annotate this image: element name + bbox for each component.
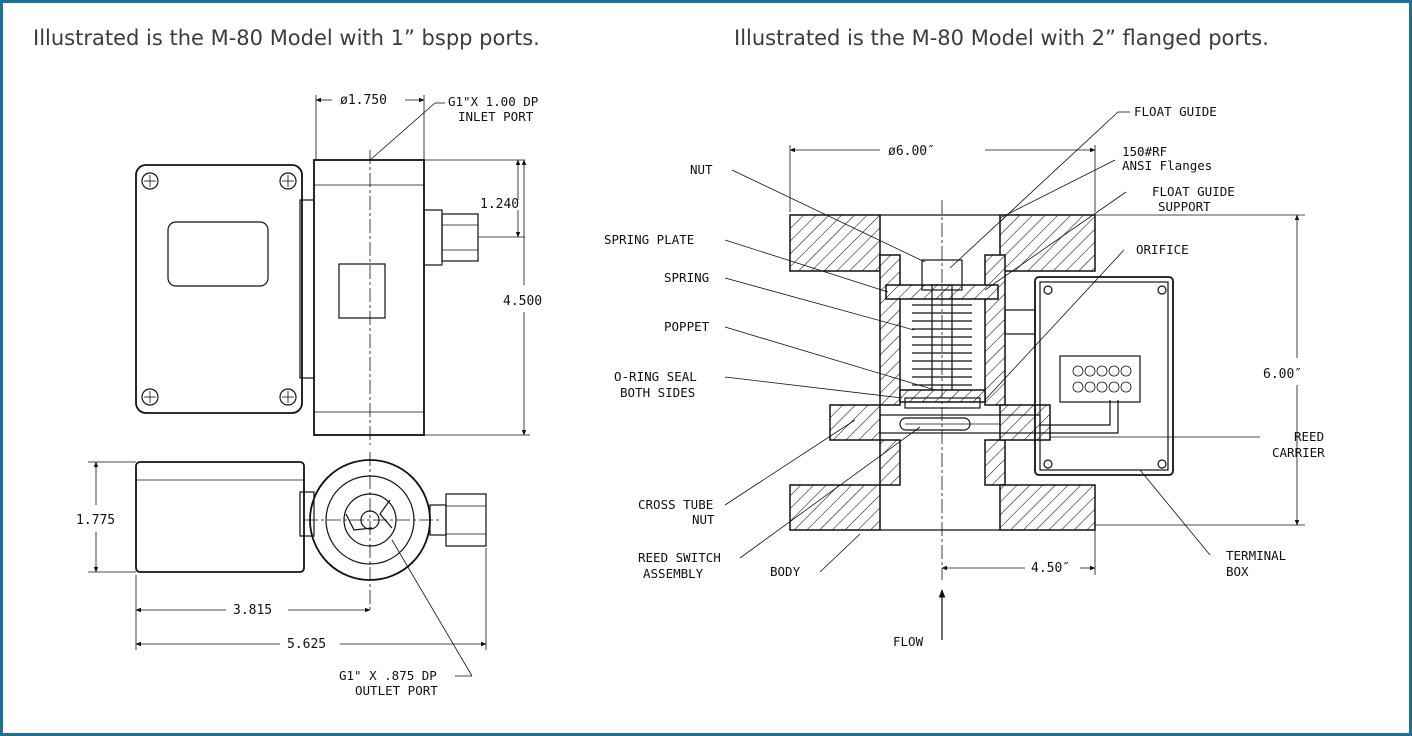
label-reed-switch-line1: REED SWITCH bbox=[638, 550, 721, 565]
caption-flanged-model: Illustrated is the M-80 Model with 2” fl… bbox=[734, 26, 1269, 50]
label-reed-carrier-line2: CARRIER bbox=[1272, 445, 1325, 460]
inlet-port-line2: INLET PORT bbox=[458, 109, 534, 124]
spring-assembly bbox=[885, 200, 999, 580]
callout-o-ring: O-RING SEAL BOTH SIDES bbox=[614, 369, 903, 400]
callout-poppet: POPPET bbox=[664, 319, 936, 391]
outlet-port-callout: G1" X .875 DP OUTLET PORT bbox=[339, 539, 473, 698]
label-reed-switch-line2: ASSEMBLY bbox=[643, 566, 704, 581]
label-spring-plate: SPRING PLATE bbox=[604, 232, 694, 247]
inlet-port-line1: G1"X 1.00 DP bbox=[448, 94, 538, 109]
flow-label: FLOW bbox=[893, 634, 924, 649]
dim-side-height-label: 1.775 bbox=[76, 513, 115, 528]
label-body: BODY bbox=[770, 564, 801, 579]
callout-orifice: ORIFICE bbox=[984, 242, 1189, 401]
dim-height-label: 4.500 bbox=[503, 294, 542, 309]
junction-box-front bbox=[135, 164, 315, 414]
dim-port-offset: 1.240 bbox=[424, 159, 525, 238]
dim-diameter-top: ø1.750 bbox=[315, 93, 425, 160]
label-spring: SPRING bbox=[664, 270, 709, 285]
label-float-guide: FLOAT GUIDE bbox=[1134, 104, 1217, 119]
callout-flanges: 150#RF ANSI Flanges bbox=[999, 144, 1212, 219]
label-flanges-line1: 150#RF bbox=[1122, 144, 1167, 159]
dim-flange-diameter: ø6.00″ bbox=[789, 144, 1096, 212]
screw-icon bbox=[141, 172, 159, 190]
dim-offset-label: 4.50″ bbox=[1031, 561, 1070, 576]
callout-spring-plate: SPRING PLATE bbox=[604, 232, 889, 293]
dim-center-label: 3.815 bbox=[233, 603, 272, 618]
bottom-flange bbox=[789, 484, 1096, 531]
callout-nut: NUT bbox=[690, 162, 926, 263]
label-o-ring-line1: O-RING SEAL bbox=[614, 369, 697, 384]
dim-height: 4.500 bbox=[424, 159, 542, 436]
callout-reed-carrier: REED CARRIER bbox=[1050, 429, 1325, 460]
callout-cross-tube-nut: CROSS TUBE NUT bbox=[638, 419, 856, 527]
label-cross-tube-nut-line1: CROSS TUBE bbox=[638, 497, 713, 512]
outlet-port-line2: OUTLET PORT bbox=[355, 683, 438, 698]
body-bottom-view bbox=[135, 452, 487, 612]
callout-terminal-box: TERMINAL BOX bbox=[1139, 469, 1286, 579]
label-flanges-line2: ANSI Flanges bbox=[1122, 158, 1212, 173]
label-terminal-box-line1: TERMINAL bbox=[1226, 548, 1286, 563]
body-front bbox=[313, 150, 479, 445]
dim-length-label: 5.625 bbox=[287, 637, 326, 652]
label-o-ring-line2: BOTH SIDES bbox=[620, 385, 695, 400]
label-orifice: ORIFICE bbox=[1136, 242, 1189, 257]
dim-center: 3.815 bbox=[135, 575, 371, 650]
top-flange bbox=[789, 214, 1096, 272]
callout-reed-switch: REED SWITCH ASSEMBLY bbox=[638, 426, 921, 581]
terminal-box bbox=[1004, 276, 1174, 476]
screw-icon bbox=[141, 388, 159, 406]
label-terminal-box-line2: BOX bbox=[1226, 564, 1249, 579]
label-reed-carrier-line1: REED bbox=[1294, 429, 1324, 444]
cross-tube bbox=[829, 404, 1051, 441]
dim-offset: 4.50″ bbox=[941, 530, 1096, 576]
dim-diameter-label: ø1.750 bbox=[340, 93, 387, 108]
label-cross-tube-nut-line2: NUT bbox=[692, 512, 715, 527]
dim-height-right-label: 6.00″ bbox=[1263, 367, 1302, 382]
dim-side-height: 1.775 bbox=[76, 461, 136, 573]
label-float-guide-support-line1: FLOAT GUIDE bbox=[1152, 184, 1235, 199]
label-poppet: POPPET bbox=[664, 319, 710, 334]
label-float-guide-support-line2: SUPPORT bbox=[1158, 199, 1211, 214]
terminal-block-icon bbox=[1072, 365, 1132, 393]
label-nut: NUT bbox=[690, 162, 713, 177]
callout-float-guide: FLOAT GUIDE bbox=[949, 104, 1217, 269]
left-drawing: ø1.750 G1"X 1.00 DP INLET PORT bbox=[76, 93, 542, 698]
dim-height-right: 6.00″ bbox=[1095, 214, 1305, 526]
callout-body: BODY bbox=[770, 533, 861, 579]
screw-icon bbox=[279, 388, 297, 406]
flow-arrow-icon: FLOW bbox=[893, 589, 946, 649]
right-drawing: ø6.00″ bbox=[604, 104, 1325, 649]
screw-icon bbox=[279, 172, 297, 190]
caption-bspp-model: Illustrated is the M-80 Model with 1” bs… bbox=[33, 26, 540, 50]
outlet-port-line1: G1" X .875 DP bbox=[339, 668, 437, 683]
callout-float-guide-support: FLOAT GUIDE SUPPORT bbox=[984, 184, 1235, 291]
dim-length: 5.625 bbox=[135, 548, 487, 652]
inlet-port-callout: G1"X 1.00 DP INLET PORT bbox=[369, 94, 538, 161]
dim-flange-diameter-label: ø6.00″ bbox=[888, 144, 935, 159]
dim-port-offset-label: 1.240 bbox=[480, 197, 519, 212]
callout-spring: SPRING bbox=[664, 270, 915, 331]
